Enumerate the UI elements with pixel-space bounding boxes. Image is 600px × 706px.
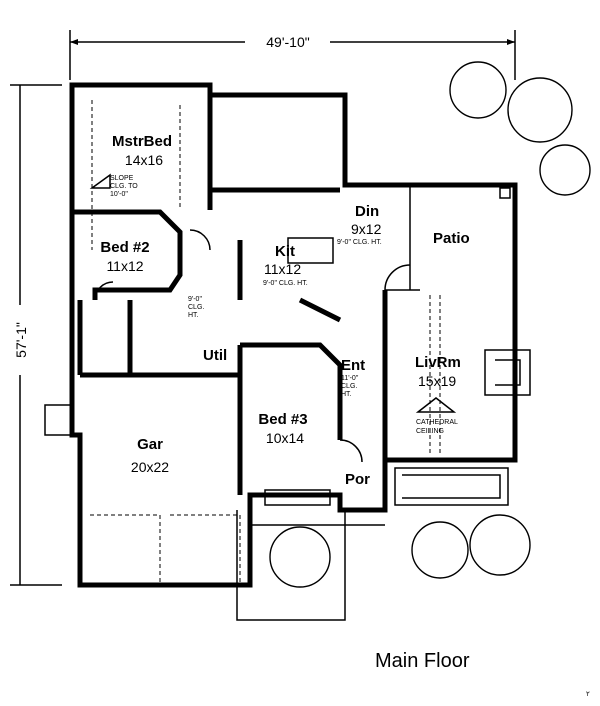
dining-size: 9x12 (351, 221, 382, 237)
room-master-bed: MstrBed 14x16 SLOPE CLG. TO 10'-0" (110, 133, 172, 198)
entry-note: CLG. (341, 383, 357, 390)
hall-note-text: HT. (188, 312, 199, 319)
dining-note: 9'-0" CLG. HT. (337, 239, 382, 246)
room-kitchen: Kit 11x12 9'-0" CLG. HT. (263, 237, 334, 287)
room-dining: Din 9x12 9'-0" CLG. HT. (337, 203, 382, 246)
hall-note: 9'-0" CLG. HT. (188, 296, 204, 319)
entry-note: HT. (341, 391, 352, 398)
width-label: 49'-10" (266, 34, 309, 50)
patio-label: Patio (433, 230, 470, 247)
room-entry: Ent 11'-0" CLG. HT. (341, 357, 365, 398)
room-bed2: Bed #2 11x12 (100, 239, 149, 274)
master-bed-size: 14x16 (125, 152, 163, 168)
walls (44, 82, 531, 621)
width-dimension: 49'-10" (69, 30, 516, 80)
landscape-trees (269, 61, 591, 588)
bed3-label: Bed #3 (258, 411, 307, 428)
corner-mark: ٢ (586, 691, 590, 698)
garage-label: Gar (137, 436, 163, 453)
entry-label: Ent (341, 357, 365, 374)
master-bed-note: CLG. TO (110, 183, 138, 190)
plan-caption: Main Floor (375, 650, 470, 672)
room-bed3: Bed #3 10x14 (258, 411, 307, 446)
hall-note-text: 9'-0" (188, 296, 202, 303)
dining-label: Din (355, 203, 379, 220)
kitchen-note: 9'-0" CLG. HT. (263, 280, 308, 287)
utility-label: Util (203, 347, 227, 364)
entry-note: 11'-0" (341, 375, 359, 382)
depth-dimension: 57'-1" (10, 84, 62, 586)
hall-note-text: CLG. (188, 304, 204, 311)
kitchen-label: Kit (275, 243, 295, 260)
kitchen-size: 11x12 (264, 261, 301, 277)
room-garage: Gar 20x22 (131, 436, 169, 475)
depth-label: 57'-1" (13, 322, 29, 358)
room-living: LivRm 15x19 CATHEDRAL CEILING (415, 354, 461, 435)
master-bed-note: SLOPE (110, 175, 134, 182)
garage-size: 20x22 (131, 459, 169, 475)
master-bed-label: MstrBed (112, 133, 172, 150)
bed3-size: 10x14 (266, 430, 304, 446)
living-label: LivRm (415, 354, 461, 371)
porch-label: Por (345, 471, 370, 488)
bed2-label: Bed #2 (100, 239, 149, 256)
living-note: CEILING (416, 428, 444, 435)
living-size: 15x19 (418, 373, 456, 389)
living-note: CATHEDRAL (416, 419, 458, 426)
bed2-size: 11x12 (106, 258, 143, 274)
master-bed-note: 10'-0" (110, 191, 128, 198)
